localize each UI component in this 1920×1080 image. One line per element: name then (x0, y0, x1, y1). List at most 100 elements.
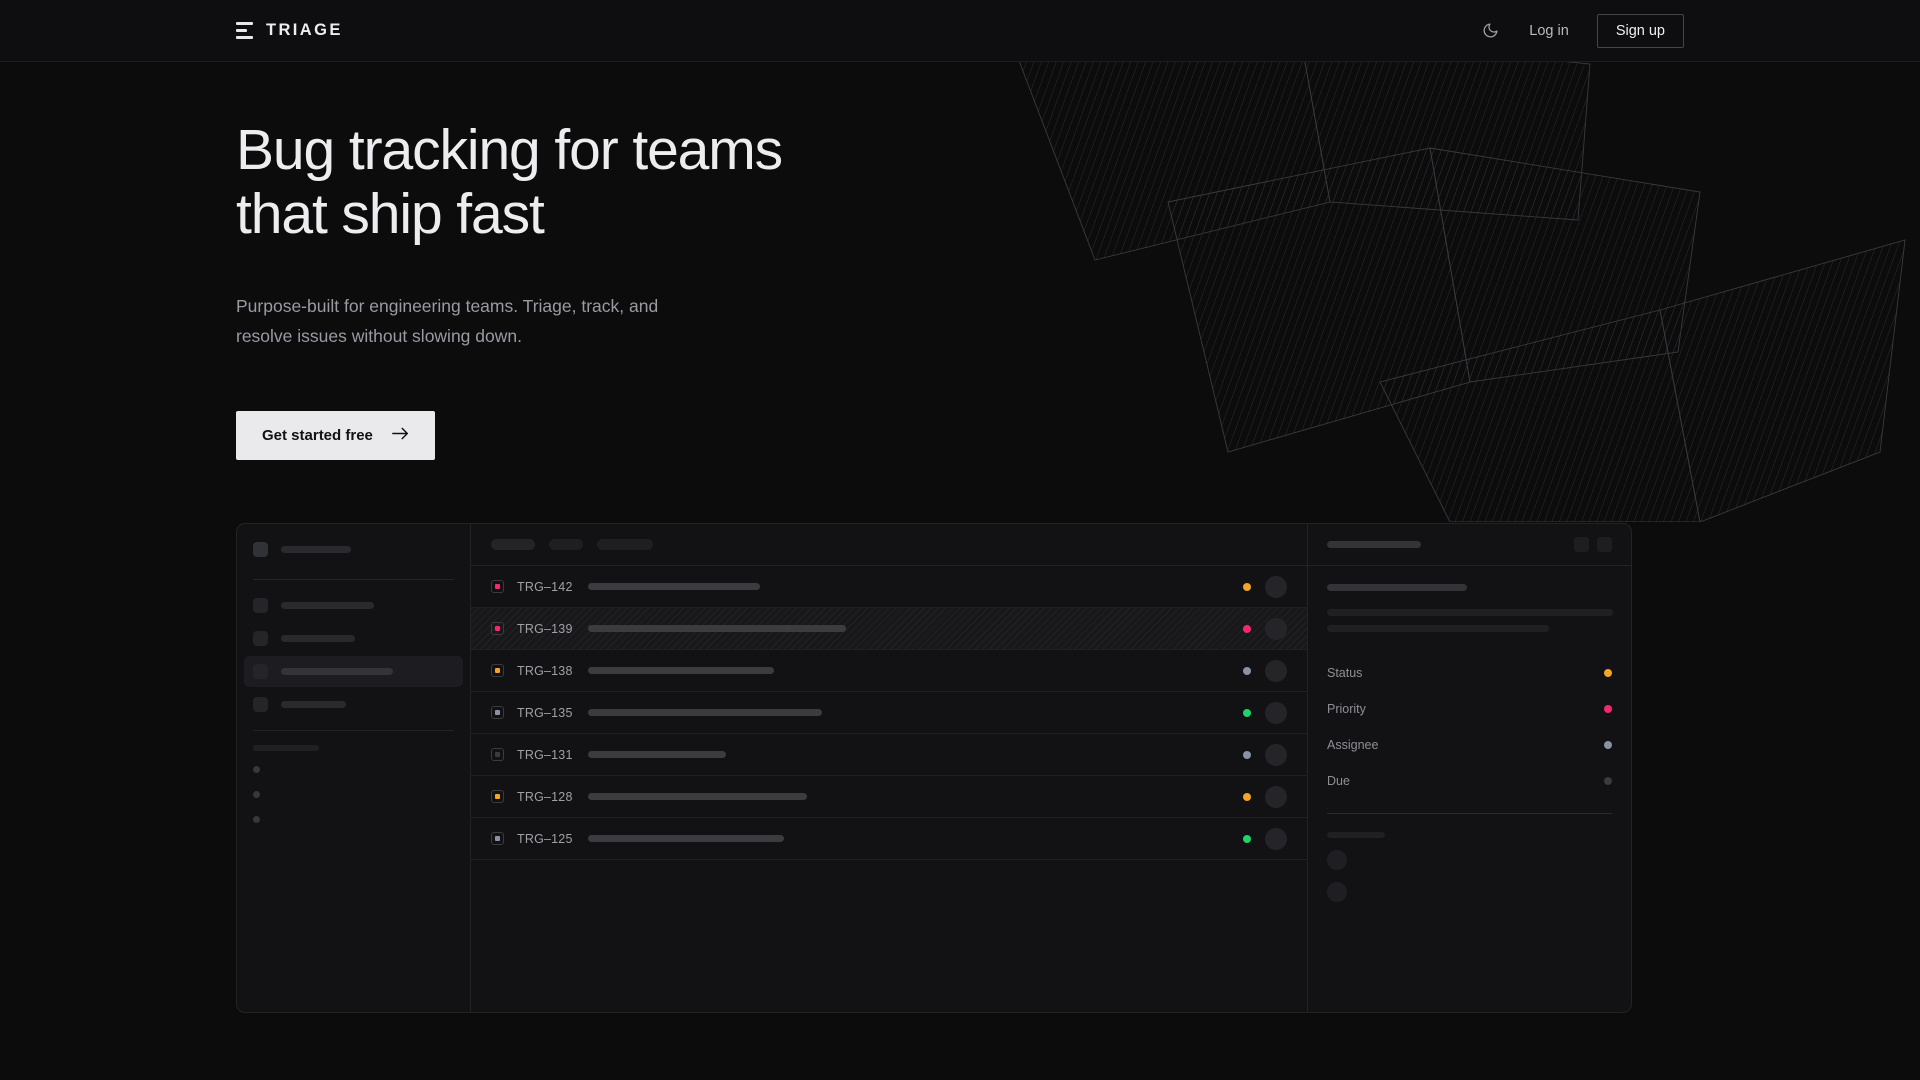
brand-name: TRIAGE (266, 21, 343, 39)
issue-type-icon (491, 832, 504, 845)
issue-type-icon (491, 580, 504, 593)
sidebar-item-label (281, 668, 393, 675)
avatar (1265, 617, 1287, 640)
detail-action-2-icon[interactable] (1597, 537, 1612, 552)
avatar (1265, 785, 1287, 808)
issue-id: TRG–139 (517, 621, 573, 636)
status-badge (1243, 750, 1251, 759)
hero-subtitle: Purpose-built for engineering teams. Tri… (236, 295, 659, 346)
issue-type-icon (491, 706, 504, 719)
sidebar-item-icon (253, 697, 268, 712)
sidebar-item-icon (253, 631, 268, 646)
issue-id: TRG–138 (517, 663, 573, 678)
comment-avatars (1327, 850, 1612, 902)
table-row[interactable]: TRG–128 (471, 776, 1307, 818)
meta-row-priority[interactable]: Priority (1327, 691, 1612, 727)
issue-id: TRG–135 (517, 705, 573, 720)
sidebar-sublist-item-2[interactable] (253, 782, 454, 807)
bullet-icon (253, 791, 260, 798)
filter-pill-2[interactable] (549, 539, 583, 550)
signup-button[interactable]: Sign up (1596, 13, 1684, 48)
table-row[interactable]: TRG–142 (471, 566, 1307, 608)
sidebar-item-3[interactable] (244, 656, 463, 687)
detail-line-1 (1327, 584, 1467, 591)
detail-panel-header (1308, 524, 1631, 566)
meta-label: Assignee (1327, 738, 1379, 752)
meta-label: Status (1327, 666, 1363, 680)
issue-id: TRG–128 (517, 789, 573, 804)
detail-description-placeholder (1327, 584, 1613, 632)
issue-type-icon (491, 748, 504, 761)
meta-row-status[interactable]: Status (1327, 655, 1612, 691)
avatar (1265, 827, 1287, 850)
brand-logo[interactable]: TRIAGE (236, 21, 343, 40)
sidebar-item-label (281, 701, 346, 708)
sidebar-item-icon (253, 664, 268, 679)
issue-id: TRG–142 (517, 579, 573, 594)
issue-title-placeholder (588, 751, 726, 758)
issue-list-toolbar (471, 524, 1307, 566)
sidebar-item-2[interactable] (244, 623, 463, 654)
issue-title-placeholder (588, 835, 784, 842)
meta-row-due[interactable]: Due (1327, 763, 1612, 799)
table-row[interactable]: TRG–125 (471, 818, 1307, 860)
sidebar-item-icon (253, 598, 268, 613)
status-badge (1243, 708, 1251, 717)
bullet-icon (253, 766, 260, 773)
meta-row-assignee[interactable]: Assignee (1327, 727, 1612, 763)
issue-id: TRG–131 (517, 747, 573, 762)
meta-label: Priority (1327, 702, 1366, 716)
avatar (1265, 743, 1287, 766)
issue-type-icon (491, 664, 504, 677)
moon-icon[interactable] (1479, 20, 1501, 42)
avatar (1265, 701, 1287, 724)
detail-line-2 (1327, 609, 1613, 616)
detail-action-1-icon[interactable] (1574, 537, 1589, 552)
status-badge (1243, 834, 1251, 843)
status-badge (1243, 792, 1251, 801)
issue-title-placeholder (588, 667, 774, 674)
top-navbar: TRIAGE Log in Sign up (0, 0, 1920, 62)
sidebar-item-label (281, 635, 355, 642)
meta-value-badge (1604, 705, 1612, 713)
issue-type-icon (491, 622, 504, 635)
workspace-avatar-icon (253, 542, 268, 557)
filter-pill-1[interactable] (491, 539, 535, 550)
arrow-right-icon (392, 427, 409, 444)
hero-section: Bug tracking for teams that ship fast Pu… (236, 118, 956, 460)
sidebar-sublist-item-1[interactable] (253, 757, 454, 782)
meta-value-badge (1604, 669, 1612, 677)
detail-title-placeholder (1327, 541, 1421, 548)
sidebar-item-4[interactable] (244, 689, 463, 720)
detail-line-3 (1327, 625, 1549, 632)
page-title: Bug tracking for teams that ship fast (236, 118, 956, 247)
meta-label: Due (1327, 774, 1350, 788)
status-badge (1243, 624, 1251, 633)
mockup-sidebar-logo[interactable] (253, 542, 454, 557)
table-row[interactable]: TRG–135 (471, 692, 1307, 734)
detail-separator (1327, 813, 1612, 814)
mockup-sidebar (237, 524, 471, 1012)
sidebar-sublist-item-3[interactable] (253, 807, 454, 832)
table-row[interactable]: TRG–131 (471, 734, 1307, 776)
avatar (1265, 659, 1287, 682)
cta-label: Get started free (262, 427, 373, 444)
sidebar-item-1[interactable] (244, 590, 463, 621)
sidebar-item-label (281, 602, 374, 609)
table-row[interactable]: TRG–139 (471, 608, 1307, 650)
get-started-button[interactable]: Get started free (236, 411, 435, 460)
meta-value-badge (1604, 777, 1612, 785)
login-link[interactable]: Log in (1529, 22, 1569, 39)
issue-title-placeholder (588, 709, 822, 716)
workspace-name-placeholder (281, 546, 351, 553)
bullet-icon (253, 816, 260, 823)
issue-title-placeholder (588, 793, 807, 800)
filter-pill-3[interactable] (597, 539, 653, 550)
table-row[interactable]: TRG–138 (471, 650, 1307, 692)
